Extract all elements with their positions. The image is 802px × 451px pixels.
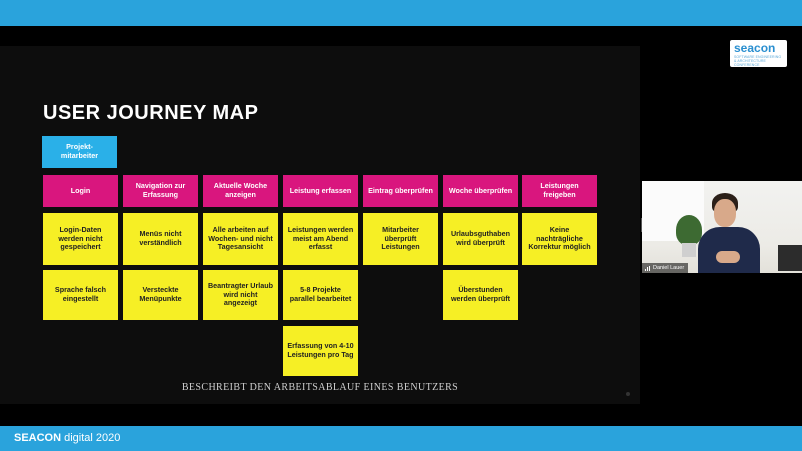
stage-card-check-entry: Eintrag überprüfen (363, 175, 438, 207)
participant-body (698, 227, 760, 273)
signal-strength-icon (645, 265, 651, 271)
pain-point-card: Login-Daten werden nicht gespeichert (43, 213, 118, 265)
video-shelf (778, 245, 802, 271)
pain-point-card: Alle arbeiten auf Wochen- und nicht Tage… (203, 213, 278, 265)
participant-name-tag: Daniel Lauer (642, 263, 689, 273)
stage-card-navigation: Navigation zur Erfassung (123, 175, 198, 207)
stage-card-login: Login (43, 175, 118, 207)
bottom-frame-bar: SEACON digital 2020 (0, 426, 802, 451)
participant-hands (716, 251, 740, 263)
pain-point-card: Überstunden werden überprüft (443, 270, 518, 320)
stage-card-check-week: Woche überprüfen (443, 175, 518, 207)
slide-caption: BESCHREIBT DEN ARBEITSABLAUF EINES BENUT… (181, 382, 459, 393)
slide-indicator (626, 392, 630, 396)
pain-point-card: Erfassung von 4-10 Leistungen pro Tag (283, 326, 358, 376)
footer-event: digital 2020 (61, 432, 121, 444)
pain-point-card: Menüs nicht verständlich (123, 213, 198, 265)
logo-wordmark: seacon (734, 41, 776, 55)
video-plant (676, 215, 702, 245)
stage-card-record: Leistung erfassen (283, 175, 358, 207)
pain-point-card: Sprache falsch eingestellt (43, 270, 118, 320)
pain-point-card: Leistungen werden meist am Abend erfasst (283, 213, 358, 265)
participant-head (714, 199, 736, 227)
footer-brand: SEACON (14, 432, 62, 444)
pain-point-card: Versteckte Menüpunkte (123, 270, 198, 320)
top-frame-bar (0, 0, 802, 26)
pain-point-card: Beantragter Urlaub wird nicht angezeigt (203, 270, 278, 320)
pain-point-card: Mitarbeiter überprüft Leistungen (363, 213, 438, 265)
video-plant-pot (682, 243, 696, 257)
logo-tagline: SOFTWARE ENGINEERING & ARCHITECTURE CONF… (734, 55, 782, 67)
participant-name: Daniel Lauer (653, 265, 685, 271)
pain-point-card: 5-8 Projekte parallel bearbeitet (283, 270, 358, 320)
seacon-logo: seacon SOFTWARE ENGINEERING & ARCHITECTU… (730, 40, 787, 67)
stage-card-current-week: Aktuelle Woche anzeigen (203, 175, 278, 207)
role-card: Projekt- mitarbeiter (42, 136, 117, 168)
participant-video-tile[interactable]: Daniel Lauer (642, 181, 802, 273)
stage-card-release: Leistungen freigeben (522, 175, 597, 207)
presentation-slide: USER JOURNEY MAP Projekt- mitarbeiter Lo… (0, 46, 640, 404)
slide-title: USER JOURNEY MAP (43, 102, 259, 124)
pain-point-card: Keine nachträgliche Korrektur möglich (522, 213, 597, 265)
pain-point-card: Urlaubsguthaben wird überprüft (443, 213, 518, 265)
